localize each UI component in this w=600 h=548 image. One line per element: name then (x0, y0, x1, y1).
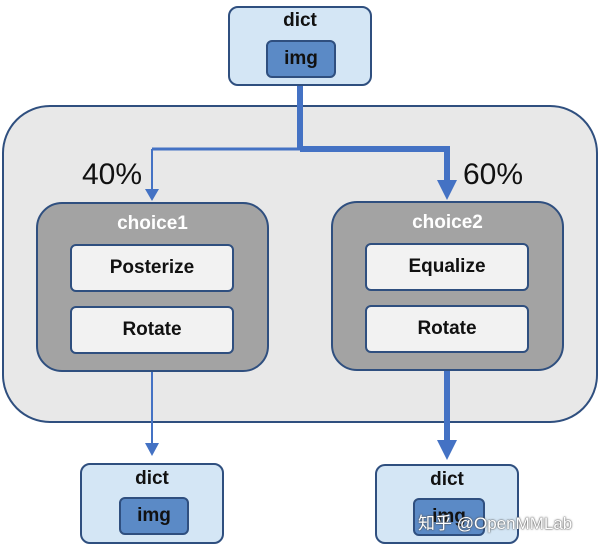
output-left-dict-label: dict (135, 468, 169, 489)
choice1-op-rotate: Rotate (70, 306, 234, 354)
input-dict-box: dict img (228, 6, 372, 86)
choice1-label: choice1 (117, 213, 188, 234)
branch-left-arrowhead (145, 189, 159, 201)
output-right-img-box: img (413, 498, 485, 536)
choice1-box: choice1 Posterize Rotate (36, 202, 269, 372)
output-left-arrowhead (145, 443, 159, 456)
choice2-op-equalize: Equalize (365, 243, 529, 291)
watermark-text: 知乎 @OpenMMLab (418, 514, 573, 533)
output-right-dict-box: dict img (375, 464, 519, 544)
branch-left-probability: 40% (82, 158, 143, 191)
input-img-box: img (266, 40, 336, 78)
choice2-label: choice2 (412, 212, 483, 233)
choice2-box: choice2 Equalize Rotate (331, 201, 564, 371)
input-dict-label: dict (283, 10, 317, 31)
choice1-op-posterize: Posterize (70, 244, 234, 292)
branch-right-arrowhead (437, 180, 457, 200)
output-left-img-box: img (119, 497, 189, 535)
output-right-arrowhead (437, 440, 457, 460)
output-right-dict-label: dict (430, 469, 464, 490)
choice2-op-rotate: Rotate (365, 305, 529, 353)
branch-right-probability: 60% (463, 158, 524, 191)
output-left-dict-box: dict img (80, 463, 224, 544)
